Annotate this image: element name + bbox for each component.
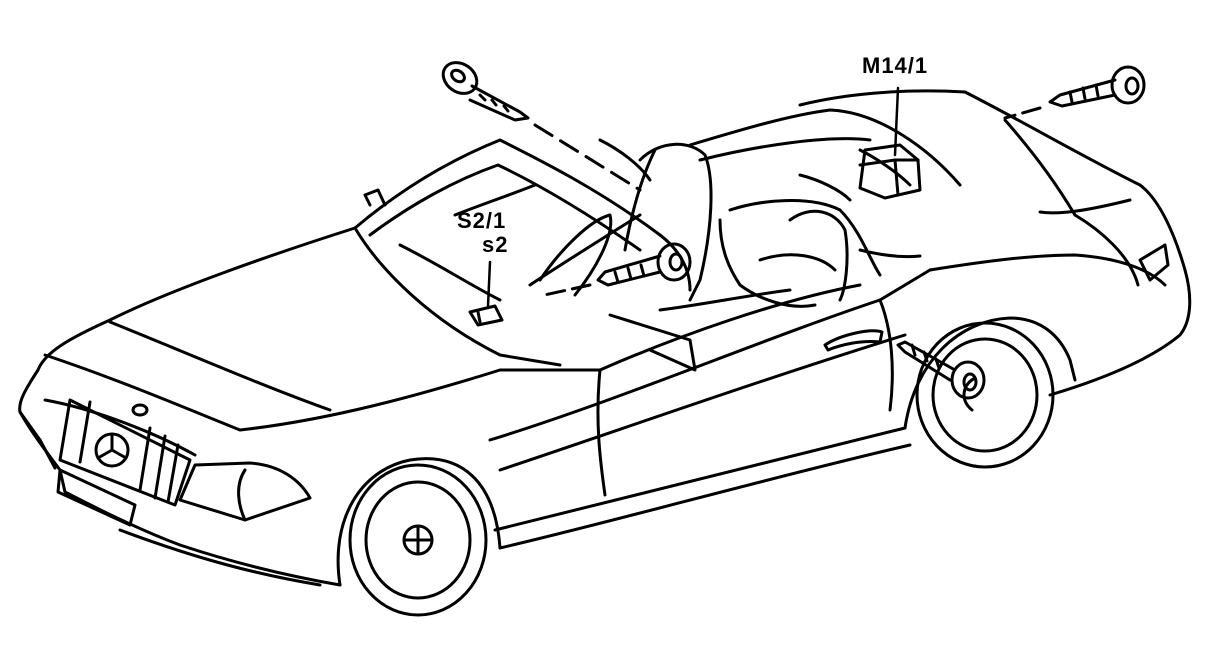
key-icon (441, 61, 642, 192)
key-icon (1003, 65, 1146, 120)
label-s2-1: S2/1 (457, 208, 507, 233)
interior (538, 108, 962, 372)
windshield (353, 138, 692, 367)
hood-and-grille (43, 320, 602, 587)
label-m14-1: M14/1 (862, 53, 929, 78)
car-body-outline (18, 89, 1192, 587)
front-wheel (348, 463, 488, 617)
mercedes-star-icon (94, 432, 130, 468)
key-icon (896, 340, 986, 400)
key-icon (538, 242, 692, 298)
rear-wheel (915, 321, 1055, 469)
s2-1-switch (468, 260, 504, 327)
label-s2: s2 (482, 232, 509, 257)
m14-1-unit (858, 86, 922, 200)
